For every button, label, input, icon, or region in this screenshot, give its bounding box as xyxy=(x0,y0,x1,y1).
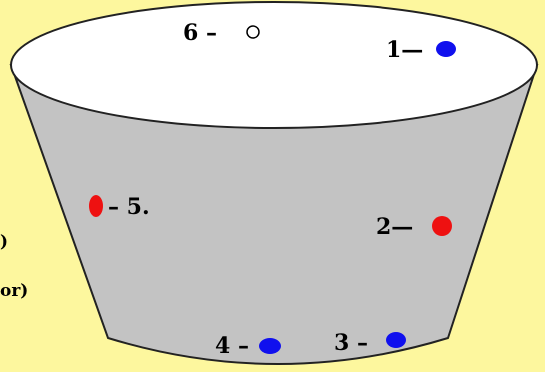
point-1: 1— xyxy=(386,37,456,63)
point-2: 2— xyxy=(376,214,452,240)
point-2-label: 2— xyxy=(376,214,413,240)
point-2-marker xyxy=(432,216,452,236)
point-3: 3 – xyxy=(334,330,406,356)
point-4: 4 – xyxy=(215,333,281,359)
clipped-text-2: or) xyxy=(0,281,28,301)
point-5-marker xyxy=(89,195,103,217)
point-3-label: 3 – xyxy=(334,330,368,356)
point-1-label: 1— xyxy=(386,37,423,63)
point-3-marker xyxy=(386,332,406,348)
point-4-label: 4 – xyxy=(215,333,249,359)
point-5-label: – 5. xyxy=(108,194,150,220)
point-6: 6 – xyxy=(183,20,260,46)
bowl-rim xyxy=(10,1,538,129)
point-5: – 5. xyxy=(89,194,150,220)
clipped-text-1: ) xyxy=(0,232,8,252)
point-6-label: 6 – xyxy=(183,20,217,46)
point-6-marker xyxy=(246,25,260,39)
point-1-marker xyxy=(436,41,456,57)
point-4-marker xyxy=(259,338,281,354)
bowl-side xyxy=(9,64,539,365)
